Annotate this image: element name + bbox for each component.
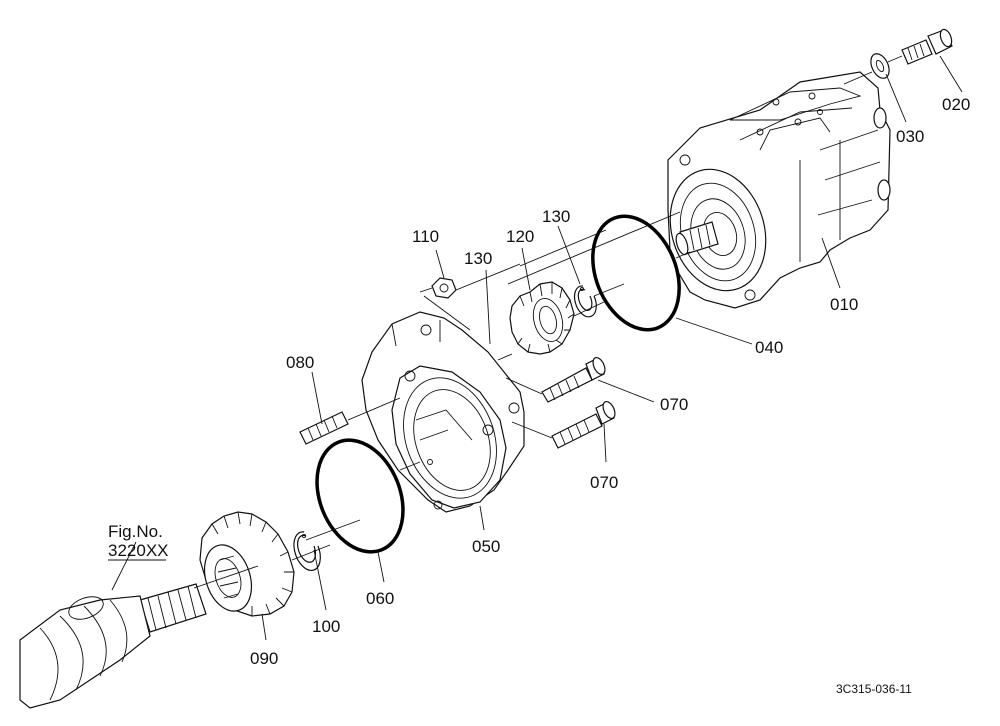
gear[interactable] (197, 511, 295, 617)
snap-ring[interactable] (293, 531, 321, 571)
label-070: 070 (660, 395, 688, 414)
label-030: 030 (896, 127, 924, 146)
crankshaft[interactable] (19, 583, 207, 709)
snap-ring[interactable] (573, 285, 597, 318)
label-100: 090 (250, 649, 278, 668)
fig-no-label: Fig.No. (108, 522, 163, 541)
label-110: 100 (312, 617, 340, 636)
label-130: 130 (542, 207, 570, 226)
bolt[interactable] (541, 356, 607, 403)
label-130: 130 (464, 249, 492, 268)
label-050: 050 (472, 537, 500, 556)
fig-no-number: 3220XX (108, 541, 169, 560)
pump-housing[interactable] (361, 311, 525, 513)
assembly-lines (193, 55, 903, 589)
label-070: 070 (590, 473, 618, 492)
washer[interactable] (867, 51, 892, 81)
label-090: 110 (412, 227, 439, 246)
drawing-id: 3C315-036-11 (836, 682, 912, 696)
label-020: 020 (942, 95, 970, 114)
label-120: 120 (506, 227, 534, 246)
part-labels: 020 030 010 040 070 070 050 060 100 090 … (250, 95, 970, 668)
label-040: 040 (755, 338, 783, 357)
o-ring[interactable] (577, 203, 695, 342)
o-ring[interactable] (301, 427, 419, 565)
bolt[interactable] (551, 400, 617, 449)
coupling[interactable] (509, 281, 575, 355)
label-080: 080 (286, 353, 314, 372)
label-010: 010 (830, 295, 858, 314)
bolt[interactable] (901, 28, 954, 65)
label-060: 060 (366, 589, 394, 608)
leader-lines (111, 55, 963, 641)
nut[interactable] (431, 277, 457, 299)
figure-reference: Fig.No. 3220XX (108, 522, 169, 561)
hydraulic-pump[interactable] (655, 71, 891, 309)
stud-bolt[interactable] (299, 411, 349, 445)
